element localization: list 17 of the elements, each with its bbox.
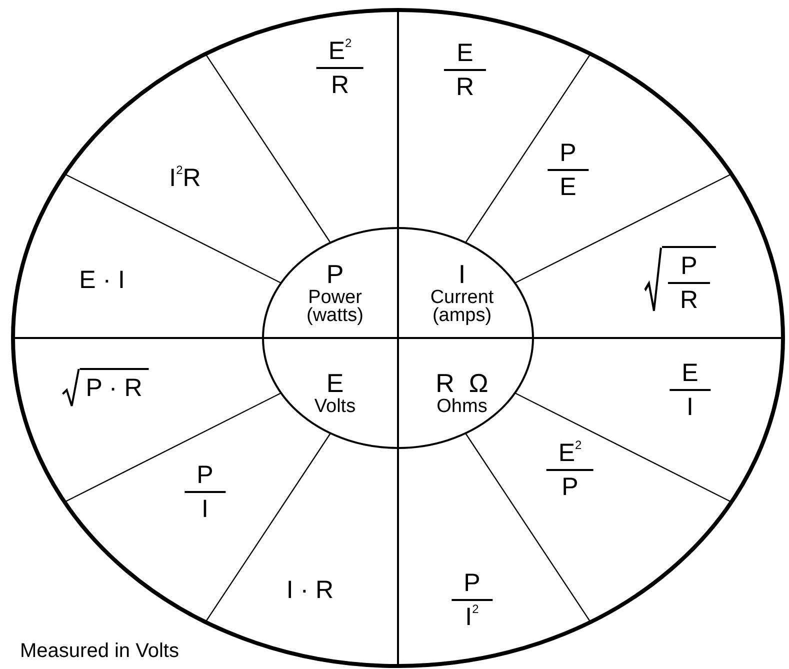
formula: I · R [286, 576, 334, 604]
note: Measured in Volts [20, 640, 179, 663]
formula: E$^{2}$ R [316, 37, 364, 99]
formula: P E [548, 139, 588, 201]
formula: P I$^{2}$ [452, 569, 492, 631]
formula: I$^{2}$R [169, 164, 201, 192]
formula: E · I [79, 266, 125, 294]
formula: P I [184, 461, 226, 523]
quantity-label: P Power (watts) [290, 259, 380, 325]
quantity-label: I Current (amps) [417, 259, 507, 325]
formula: E R [444, 39, 486, 101]
formula: E I [670, 359, 710, 421]
formula: E$^{2}$ P [546, 439, 594, 501]
quantity-label: E Volts [314, 368, 356, 416]
formula: P R [644, 246, 716, 314]
quantity-label: R Ω Ohms [436, 368, 488, 416]
formula: P · R [62, 368, 148, 408]
